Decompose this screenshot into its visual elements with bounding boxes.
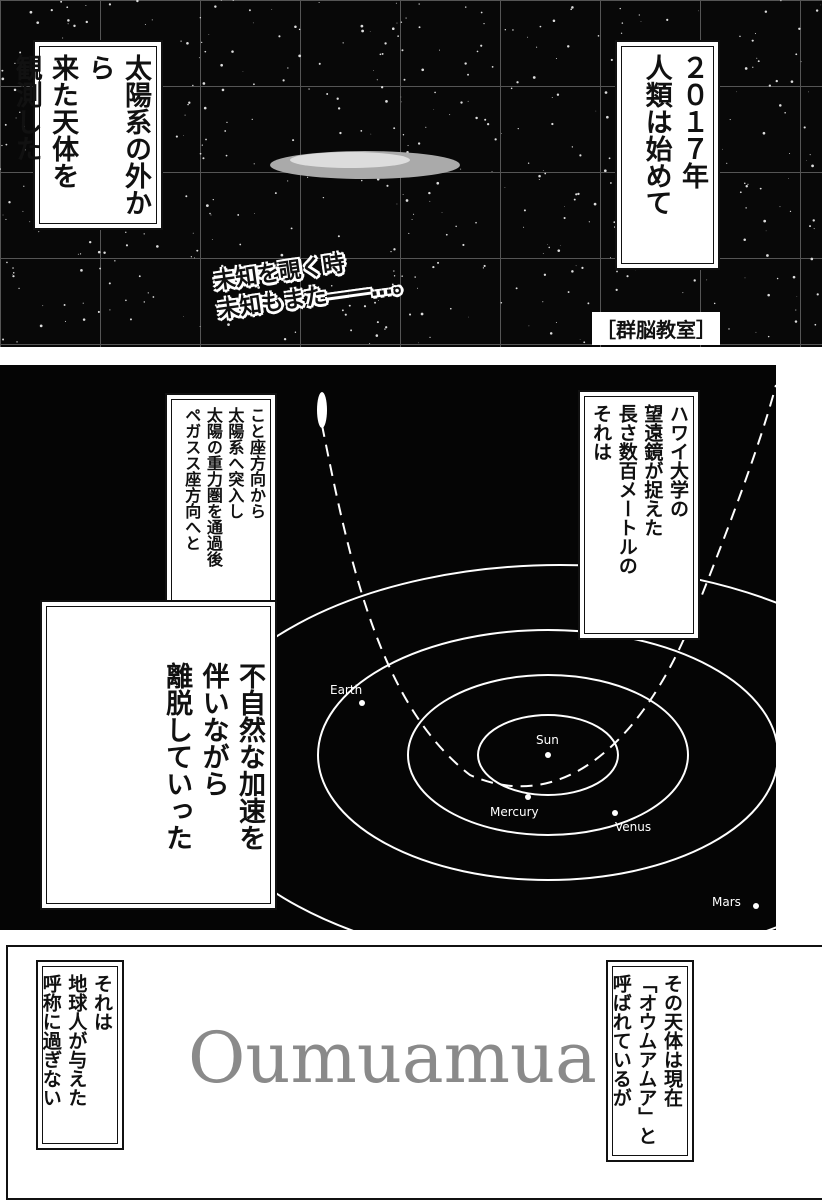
caption-left: 太陽系の外から 来た天体を 観測した [11,40,163,230]
label-sun: Sun [536,733,559,747]
panel-trajectory: Earth Sun Mercury Venus Mars ハワイ大学の 望遠鏡が… [0,365,776,930]
panel-discovery: ２０１７年 人類は始めて 太陽系の外から 来た天体を 観測した 未知を覗く時 未… [0,0,822,347]
caption-line: それは [91,974,113,1031]
caption-line: こと座方向から [247,407,266,519]
caption-line: ハワイ大学の [667,404,689,518]
oumuamua-object [317,392,327,428]
caption-line: 地球人が与えた [65,974,88,1107]
caption-line: 太陽系へ突入し [225,407,245,519]
caption-left-bottom: 不自然な加速を 伴いながら 離脱していった [40,600,277,910]
label-venus: Venus [615,820,652,834]
oumuamua-title: Oumuamua [188,1017,597,1099]
caption-line: それは [590,404,613,461]
label-mars: Mars [712,895,741,909]
trajectory-path [321,384,776,788]
caption-line: ペガスス座方向へと [182,407,202,551]
caption-line: 望遠鏡が捉えた [641,404,664,537]
caption-line: 来た天体を [47,54,79,189]
caption-line: 伴いながら [197,662,229,797]
venus-orbit [407,674,689,836]
caption-left-top: こと座方向から 太陽系へ突入し 太陽の重力圏を通過後 ペガスス座方向へと [165,393,277,633]
caption-line: ２０１７年 [677,54,708,189]
caption-right: ハワイ大学の 望遠鏡が捉えた 長さ数百メートルの それは [578,390,700,640]
caption-line: 呼称に過ぎない [39,974,62,1107]
caption-line: 太陽系の外から [83,54,151,216]
earth-orbit [317,629,776,881]
caption-left: それは 地球人が与えた 呼称に過ぎない [36,960,124,1150]
caption-line: 離脱していった [161,662,193,851]
caption-right: その天体は現在 「オウムアムア」と 呼ばれているが [606,960,694,1162]
label-mercury: Mercury [490,805,539,819]
caption-line: 人類は始めて [640,54,672,216]
label-earth: Earth [330,683,363,697]
caption-line: 不自然な加速を [234,662,265,851]
mercury-orbit [477,714,619,796]
starfield [0,0,822,345]
caption-line: 観測した [10,54,42,162]
caption-line: 長さ数百メートルの [615,404,638,575]
series-title: ［群脳教室］ [592,312,720,345]
caption-right: ２０１７年 人類は始めて [615,40,720,270]
caption-line: 太陽の重力圏を通過後 [203,407,223,567]
caption-line: 呼ばれているが [609,974,632,1107]
caption-line: 「オウムアムア」と [635,974,658,1145]
caption-line: その天体は現在 [661,974,683,1107]
panel-name: その天体は現在 「オウムアムア」と 呼ばれているが それは 地球人が与えた 呼称… [6,945,822,1200]
